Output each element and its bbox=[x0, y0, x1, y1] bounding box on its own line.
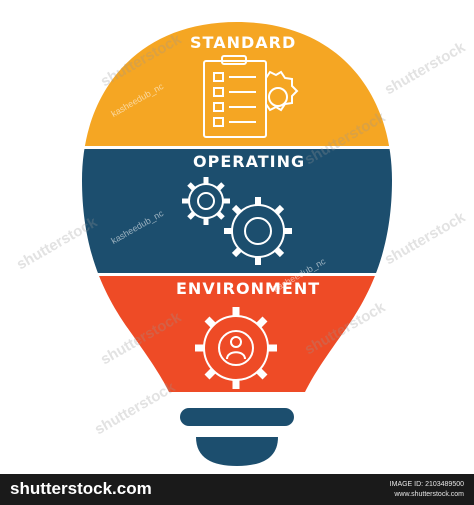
gears-icon bbox=[182, 177, 292, 265]
stock-footer: shutterstock.com IMAGE ID: 2103489500 ww… bbox=[0, 474, 474, 505]
lightbulb-diagram: STANDARD OPERATING ENVIRONMENT shutterst… bbox=[14, 22, 468, 466]
bulb-base-ring bbox=[180, 408, 294, 426]
person-gear-icon bbox=[195, 307, 277, 389]
operating-label: OPERATING bbox=[193, 152, 306, 171]
environment-label: ENVIRONMENT bbox=[176, 279, 321, 298]
image-meta: IMAGE ID: 2103489500 www.shutterstock.co… bbox=[390, 480, 464, 500]
standard-label: STANDARD bbox=[190, 33, 297, 52]
bulb-base-cap bbox=[196, 437, 278, 466]
lightbulb-graphic bbox=[82, 22, 392, 466]
checklist-gear-icon bbox=[203, 55, 299, 138]
shutterstock-logo: shutterstock.com bbox=[10, 479, 152, 498]
site-url: www.shutterstock.com bbox=[394, 491, 464, 498]
image-id: IMAGE ID: 2103489500 bbox=[389, 481, 464, 488]
